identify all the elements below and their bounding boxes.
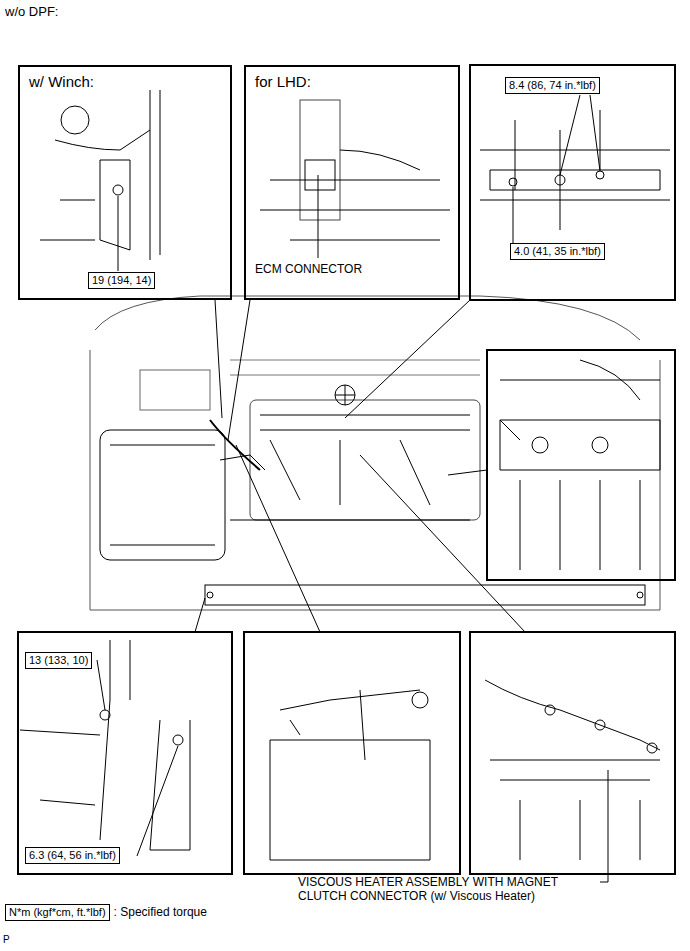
- page-code: P: [3, 934, 10, 946]
- part-label: VISCOUS HEATER ASSEMBLY WITH MAGNET CLUT…: [298, 875, 598, 903]
- torque-value: 6.3 (64, 56 in.*lbf): [29, 849, 116, 861]
- torque-box: 19 (194, 14): [88, 272, 155, 289]
- torque-box: 6.3 (64, 56 in.*lbf): [25, 847, 120, 864]
- page-title: w/o DPF:: [5, 4, 58, 19]
- torque-box: 4.0 (41, 35 in.*lbf): [510, 243, 605, 260]
- torque-value: 13 (133, 10): [29, 654, 88, 666]
- torque-value: 19 (194, 14): [92, 274, 151, 286]
- legend-torque-box: N*m (kgf*cm, ft.*lbf): [5, 904, 110, 921]
- torque-box: 13 (133, 10): [25, 652, 92, 669]
- part-label: ECM CONNECTOR: [253, 262, 364, 276]
- legend-text: : Specified torque: [114, 905, 207, 920]
- torque-value: 8.4 (86, 74 in.*lbf): [509, 79, 596, 91]
- torque-value: 4.0 (41, 35 in.*lbf): [514, 245, 601, 257]
- panel-heading: w/ Winch:: [27, 73, 96, 90]
- panel-heading: for LHD:: [253, 73, 313, 90]
- inset-panel: for LHD: ECM CONNECTOR: [244, 65, 460, 300]
- inset-panel: w/ Winch: 19 (194, 14): [18, 65, 232, 300]
- torque-box: 8.4 (86, 74 in.*lbf): [505, 77, 600, 94]
- torque-value: N*m (kgf*cm, ft.*lbf): [9, 906, 106, 918]
